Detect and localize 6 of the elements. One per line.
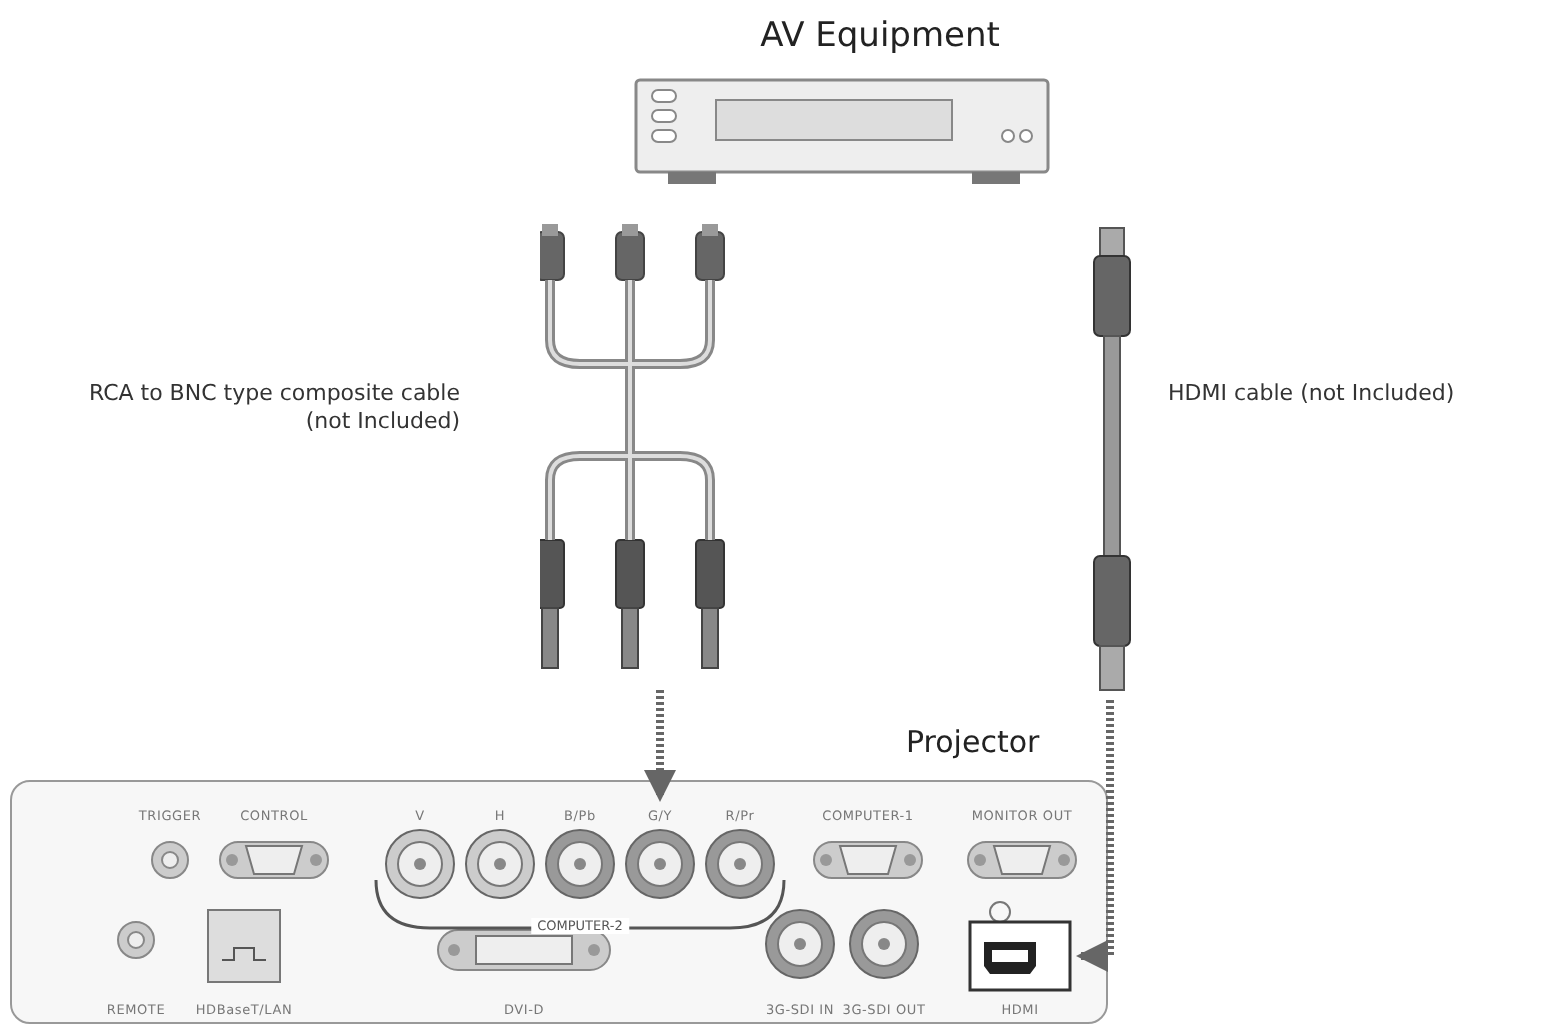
- cable-label: HDMI cable (not Included): [1168, 380, 1457, 408]
- connection-arrow: [644, 690, 676, 802]
- device-heading: AV Equipment: [760, 16, 1000, 56]
- cable-label: RCA to BNC type composite cable (not Included): [86, 380, 460, 436]
- device-heading: Projector: [906, 724, 1040, 760]
- connection-arrow: [1076, 700, 1114, 972]
